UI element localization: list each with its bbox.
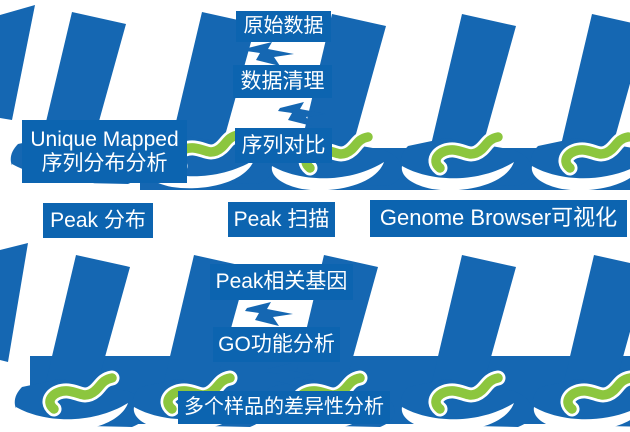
step-label: GO功能分析 [218, 332, 335, 356]
branch-label-line2: 序列分布分析 [41, 150, 168, 175]
watermark-logo-unit [533, 255, 630, 431]
watermark-logo-unit [15, 255, 147, 431]
flow-arrow-down-icon [246, 42, 294, 66]
step-label: Peak相关基因 [215, 270, 348, 294]
branch-label-line1: Unique Mapped [30, 127, 179, 151]
branch-label: Genome Browser可视化 [379, 205, 618, 231]
step-peak-scan: Peak 扫描 [228, 202, 335, 237]
watermark-logo-unit [401, 255, 533, 431]
watermark-logo-unit [401, 14, 533, 190]
watermark-edge-stroke [0, 5, 35, 120]
branch-genome-browser-visualization: Genome Browser可视化 [370, 200, 627, 237]
step-multi-sample-differential-analysis: 多个样品的差异性分析 [178, 391, 390, 424]
step-peak-related-genes: Peak相关基因 [210, 264, 353, 300]
step-label: Peak 扫描 [233, 207, 330, 231]
step-raw-data: 原始数据 [236, 11, 331, 42]
branch-peak-distribution: Peak 分布 [43, 203, 153, 238]
step-label: 多个样品的差异性分析 [184, 396, 384, 419]
flow-arrow-down-icon [245, 302, 293, 326]
step-data-cleaning: 数据清理 [233, 65, 332, 98]
step-label: 序列对比 [241, 132, 326, 157]
watermark-logo-unit [531, 14, 630, 190]
step-label: 数据清理 [240, 68, 325, 93]
branch-unique-mapped-distribution: Unique Mapped 序列分布分析 [22, 120, 187, 183]
step-sequence-alignment: 序列对比 [235, 128, 332, 163]
step-label: 原始数据 [243, 15, 324, 38]
step-go-function-analysis: GO功能分析 [213, 327, 340, 362]
branch-label: Peak 分布 [50, 208, 146, 232]
watermark-edge-stroke [0, 243, 28, 362]
